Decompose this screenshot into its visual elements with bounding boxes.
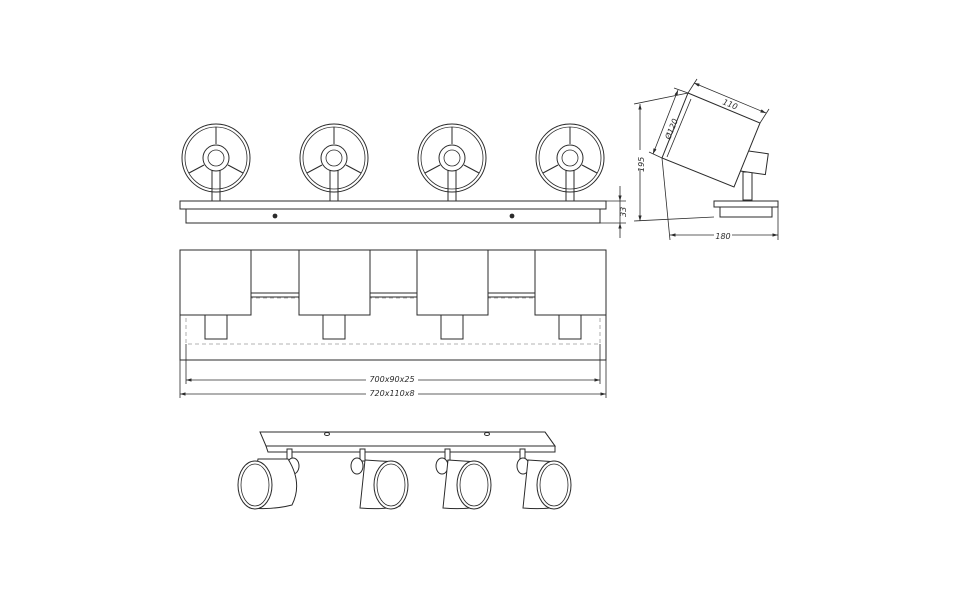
- front-spot-3: [417, 123, 487, 202]
- front-screw-left: [272, 213, 278, 219]
- shade-diameter-dimension: [652, 89, 679, 155]
- perspective-plate-top: [259, 431, 556, 447]
- perspective-spot-3: [435, 457, 492, 510]
- top-plate-inner: [185, 297, 601, 345]
- perspective-spot-2: [350, 457, 409, 510]
- front-spot-4: [535, 123, 605, 202]
- front-plate-top: [179, 200, 607, 210]
- plate-height-dimension: [600, 186, 626, 238]
- front-plate-body: [185, 208, 601, 224]
- top-spot-2: [298, 249, 371, 340]
- perspective-spot-1: [237, 457, 300, 510]
- side-plate-top: [713, 200, 779, 208]
- outer-plate-label: 720x110x8: [369, 389, 414, 398]
- top-spot-3: [416, 249, 489, 340]
- front-screw-right: [509, 213, 515, 219]
- top-spot-4: [534, 249, 607, 340]
- side-plate-body: [719, 206, 773, 218]
- top-spot-1: [179, 249, 252, 340]
- height-label: 195: [637, 157, 646, 172]
- front-spot-1: [181, 123, 251, 202]
- plate-height-label: 33: [619, 207, 628, 217]
- side-stem: [742, 171, 753, 201]
- depth-label: 180: [715, 232, 730, 241]
- perspective-spot-4: [516, 457, 572, 510]
- inner-plate-label: 700x90x25: [369, 375, 414, 384]
- side-view: 110 Ø120 195 180: [633, 78, 779, 241]
- top-view: 700x90x25 720x110x8: [179, 249, 607, 398]
- front-view: 33: [179, 123, 628, 238]
- front-spot-2: [299, 123, 369, 202]
- perspective-view: [237, 431, 572, 510]
- perspective-plate-front: [265, 445, 556, 453]
- shade-depth-dimension: [693, 82, 767, 114]
